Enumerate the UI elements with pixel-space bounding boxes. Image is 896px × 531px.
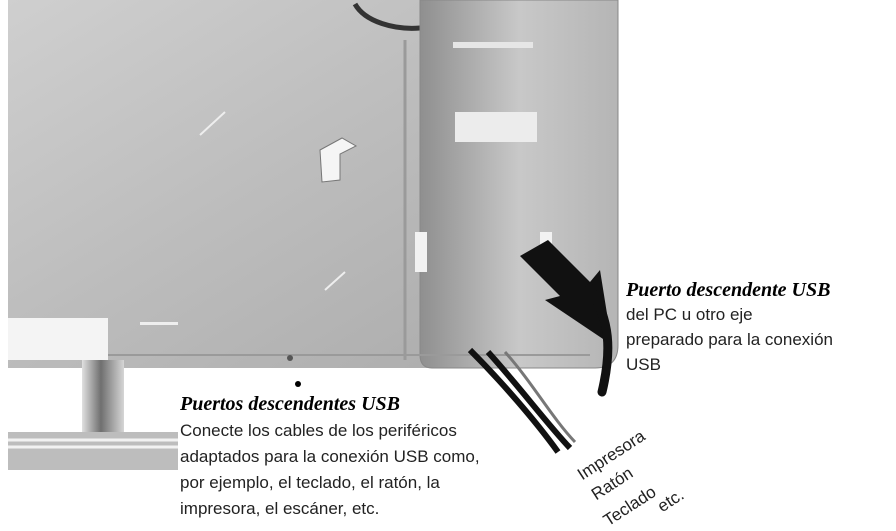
stand-base <box>8 432 178 470</box>
downstream-line-1: Conecte los cables de los periféricos <box>180 421 457 440</box>
device-cable-1 <box>585 283 613 397</box>
device-cable-2 <box>467 347 561 454</box>
upstream-line-1: del PC u otro eje <box>626 305 753 324</box>
downstream-line-4: impresora, el escáner, etc. <box>180 499 380 518</box>
port-box-vent <box>453 42 533 48</box>
downstream-line-2: adaptados para la conexión USB como, <box>180 447 480 466</box>
upstream-arrow <box>520 240 612 345</box>
device-cable-3 <box>485 349 573 451</box>
upstream-line-2: preparado para la conexión <box>626 330 833 349</box>
port-slot-1 <box>415 232 427 272</box>
device-cable-4 <box>503 350 577 444</box>
usb-port-upper <box>319 137 358 183</box>
upstream-line-3: USB <box>626 355 661 374</box>
port-box-label <box>455 112 537 142</box>
top-cable <box>352 2 421 31</box>
downstream-pointer <box>295 381 301 387</box>
side-block <box>8 318 108 360</box>
downstream-line-3: por ejemplo, el teclado, el ratón, la <box>180 473 440 492</box>
upstream-title: Puerto descendente USB <box>626 279 831 301</box>
downstream-title: Puertos descendentes USB <box>180 393 400 415</box>
